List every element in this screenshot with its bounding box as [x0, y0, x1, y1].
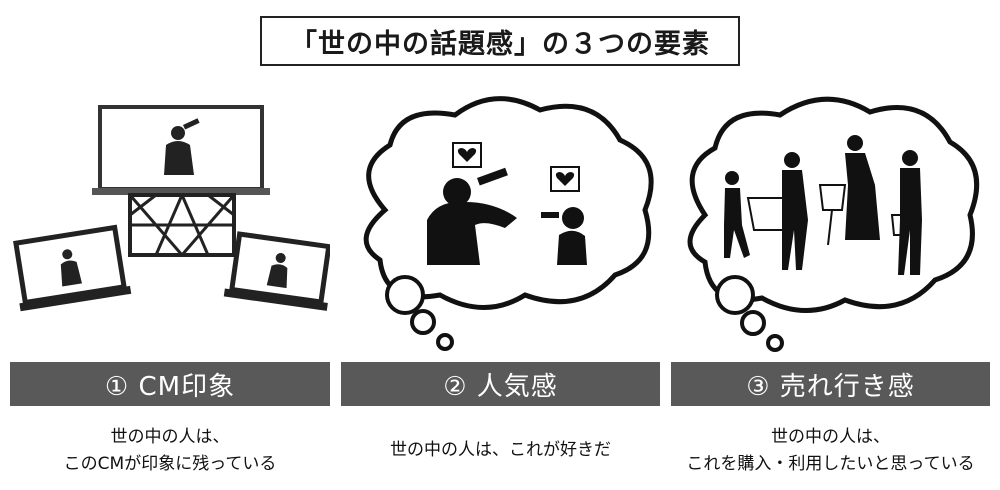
- diagram-title: 「世の中の話題感」の３つの要素: [260, 16, 740, 66]
- description-line: 世の中の人は、これが好きだ: [390, 440, 611, 460]
- cm-media-illustration: [13, 105, 330, 312]
- element-bar-cm: ① CM印象: [10, 362, 330, 406]
- description-line: 世の中の人は、: [771, 427, 890, 447]
- laptop-right-icon: [223, 231, 330, 311]
- description-line: 世の中の人は、: [110, 427, 230, 447]
- laptop-left-icon: [13, 224, 132, 312]
- element-bar-popularity: ② 人気感: [341, 362, 660, 406]
- heart-bubble-icon: [550, 166, 580, 192]
- element-bar-sales: ③ 売れ行き感: [671, 362, 990, 406]
- element-description-popularity: 世の中の人は、これが好きだ: [341, 437, 660, 464]
- shoppers-icon: [724, 135, 922, 275]
- popularity-cloud-illustration: [363, 96, 654, 351]
- drinking-man-icon: [427, 167, 517, 265]
- heart-bubble-icon: [452, 142, 482, 168]
- sales-cloud-illustration: [687, 96, 980, 352]
- description-line: これを購入・利用したいと思っている: [686, 454, 975, 474]
- element-description-cm: 世の中の人は、 このCMが印象に残っている: [10, 424, 330, 478]
- drinking-child-icon: [541, 207, 587, 265]
- description-line: このCMが印象に残っている: [63, 454, 277, 474]
- billboard-icon: [92, 105, 270, 257]
- element-description-sales: 世の中の人は、 これを購入・利用したいと思っている: [671, 424, 990, 478]
